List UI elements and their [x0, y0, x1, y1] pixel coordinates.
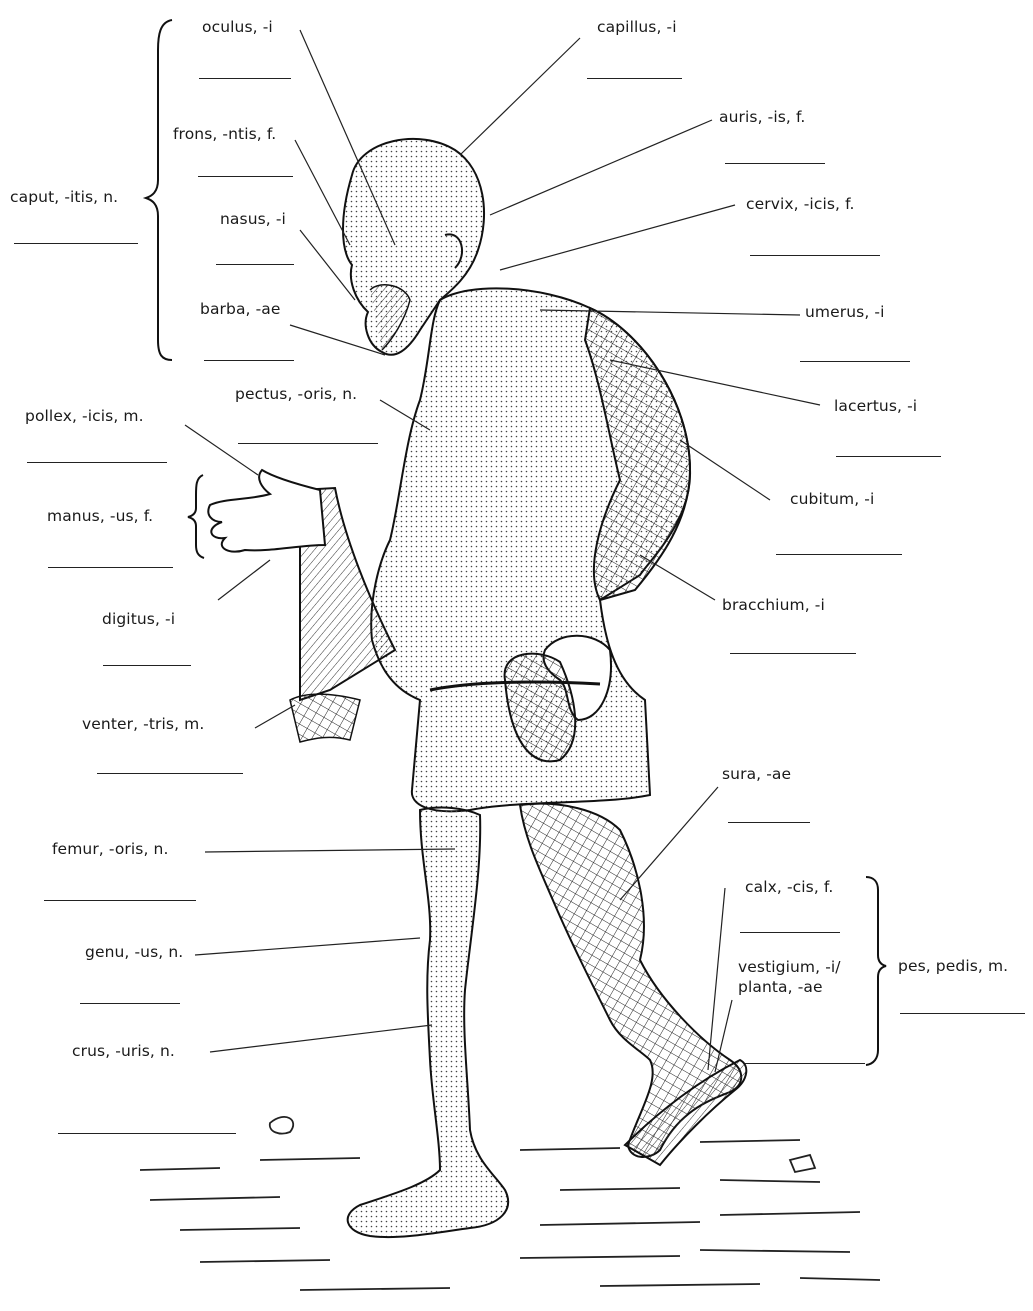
answer-line-auris[interactable]: [725, 163, 825, 164]
answer-line-manus[interactable]: [48, 567, 173, 568]
answer-line-cubitum[interactable]: [776, 554, 902, 555]
label-sura: sura, -ae: [722, 765, 791, 783]
label-pes: pes, pedis, m.: [898, 957, 1008, 975]
answer-line-umerus[interactable]: [800, 361, 910, 362]
manus-brace: [188, 475, 204, 558]
label-nasus: nasus, -i: [220, 210, 286, 228]
answer-line-frons[interactable]: [198, 176, 293, 177]
label-femur: femur, -oris, n.: [52, 840, 168, 858]
label-frons: frons, -ntis, f.: [173, 125, 276, 143]
label-crus: crus, -uris, n.: [72, 1042, 175, 1060]
label-venter: venter, -tris, m.: [82, 715, 204, 733]
label-genu: genu, -us, n.: [85, 943, 183, 961]
answer-line-capillus[interactable]: [587, 78, 682, 79]
pes-brace: [866, 877, 886, 1065]
answer-line-genu[interactable]: [80, 1003, 180, 1004]
answer-line-cervix[interactable]: [750, 255, 880, 256]
label-caput: caput, -itis, n.: [10, 188, 118, 206]
label-auris: auris, -is, f.: [719, 108, 805, 126]
label-capillus: capillus, -i: [597, 18, 677, 36]
answer-line-pectus[interactable]: [238, 443, 378, 444]
label-pollex: pollex, -icis, m.: [25, 407, 144, 425]
label-lacertus: lacertus, -i: [834, 397, 917, 415]
answer-line-bracchium[interactable]: [730, 653, 856, 654]
label-pectus: pectus, -oris, n.: [235, 385, 357, 403]
answer-line-pollex[interactable]: [27, 462, 167, 463]
label-barba: barba, -ae: [200, 300, 281, 318]
label-cervix: cervix, -icis, f.: [746, 195, 855, 213]
answer-line-vestigium[interactable]: [745, 1063, 865, 1064]
answer-line-nasus[interactable]: [216, 264, 294, 265]
answer-line-femur[interactable]: [44, 900, 196, 901]
label-umerus: umerus, -i: [805, 303, 884, 321]
answer-line-crus[interactable]: [58, 1133, 236, 1134]
answer-line-digitus[interactable]: [103, 665, 191, 666]
label-bracchium: bracchium, -i: [722, 596, 825, 614]
label-cubitum: cubitum, -i: [790, 490, 874, 508]
answer-line-lacertus[interactable]: [836, 456, 941, 457]
caput-brace: [146, 20, 172, 360]
answer-line-barba[interactable]: [204, 360, 294, 361]
answer-line-oculus[interactable]: [199, 78, 291, 79]
label-calx: calx, -cis, f.: [745, 878, 833, 896]
answer-line-caput[interactable]: [14, 243, 138, 244]
answer-line-venter[interactable]: [97, 773, 243, 774]
answer-line-sura[interactable]: [728, 822, 810, 823]
answer-line-calx[interactable]: [740, 932, 840, 933]
label-planta: planta, -ae: [738, 978, 823, 996]
label-digitus: digitus, -i: [102, 610, 175, 628]
label-vestigium: vestigium, -i/: [738, 958, 841, 976]
answer-line-pes[interactable]: [900, 1013, 1025, 1014]
label-oculus: oculus, -i: [202, 18, 273, 36]
label-manus: manus, -us, f.: [47, 507, 153, 525]
